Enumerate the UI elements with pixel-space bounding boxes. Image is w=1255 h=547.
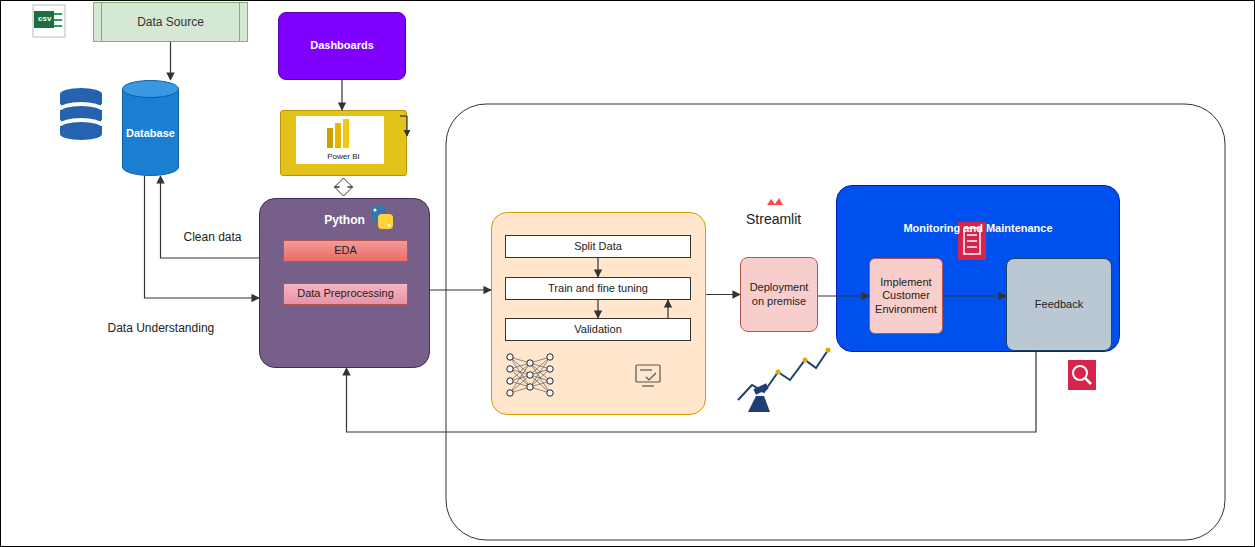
label-anchor: Streamlit: [746, 211, 801, 227]
dashboard-box: Dashboards: [278, 12, 406, 80]
double-arrow: [335, 178, 353, 196]
connector-arrow: [706, 294, 740, 295]
node-text: EDA: [288, 244, 403, 257]
chart-icon: [738, 348, 831, 413]
process-box: Implement Customer Environment: [869, 258, 943, 334]
node-text: Power BI: [285, 152, 402, 162]
validation-icon: [636, 365, 660, 386]
connector-arrow: [347, 351, 1037, 432]
connector-arrow: [430, 289, 491, 290]
streamlit-logo: [767, 198, 783, 205]
connector-arrow: [170, 42, 171, 80]
node-text: Dashboards: [283, 39, 401, 52]
edge-label: Clean data: [182, 230, 244, 244]
connector-arrow: [597, 300, 598, 318]
deployment-box: Deployment on premise: [740, 257, 818, 332]
node-text: Split Data: [510, 240, 686, 253]
icon-text: csv: [38, 14, 51, 23]
eda-box: EDA: [283, 240, 408, 262]
node-text: Feedback: [1011, 298, 1107, 311]
node-text: Implement Customer Environment: [874, 276, 938, 316]
monitoring-group: Monitoring and MaintenanceImplement Cust…: [836, 185, 1120, 352]
node-text: Data Preprocessing: [288, 287, 403, 300]
neural-net-icon: [507, 354, 553, 396]
connector-arrow: [161, 176, 260, 258]
logo-text: Streamlit: [746, 211, 801, 227]
node-text: Data Source: [98, 15, 243, 29]
label-anchor: csv: [38, 14, 51, 23]
python-box: PythonEDA Data Preprocessing: [259, 198, 430, 368]
python-logo: [371, 206, 393, 229]
powerbi-logo: [296, 116, 407, 164]
feedback-box: Feedback: [1006, 258, 1112, 351]
csv-icon: [33, 5, 65, 37]
clipboard-icon: [958, 222, 986, 260]
edge-label: Data Understanding: [106, 321, 217, 335]
node-text: Monitoring and Maintenance: [841, 222, 1115, 235]
process-box: Validation: [505, 318, 691, 341]
preprocessing-box: Data Preprocessing: [283, 283, 408, 305]
connector-arrow: [667, 300, 668, 318]
data-source-box: Data Source: [93, 2, 248, 42]
connector-arrow: [341, 80, 342, 110]
database-icon: [60, 88, 102, 140]
database-cylinder: Database: [122, 80, 179, 176]
process-box: Split Data: [505, 235, 691, 258]
process-box: Train and fine tuning: [505, 277, 691, 300]
node-text: Python: [264, 213, 425, 227]
connector-arrow: [597, 258, 598, 277]
connector-arrow: [145, 176, 260, 298]
label-anchor: Clean data: [182, 230, 244, 244]
connector-arrow: [943, 295, 1006, 296]
connector-arrow: [818, 295, 869, 296]
label-anchor: Data Understanding: [106, 321, 217, 335]
node-text: Train and fine tuning: [510, 282, 686, 295]
pipeline-region: [446, 104, 1225, 540]
node-text: Database: [126, 127, 175, 140]
node-text: Deployment on premise: [745, 281, 813, 307]
search-icon: [1068, 360, 1096, 390]
node-text: Validation: [510, 323, 686, 336]
